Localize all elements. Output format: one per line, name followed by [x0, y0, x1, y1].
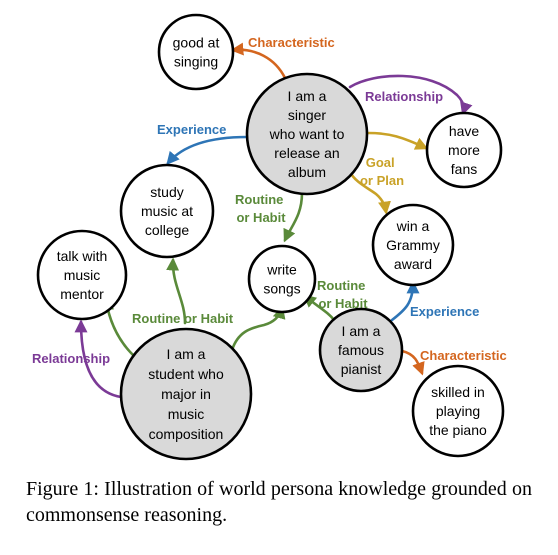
- label-routine-pianist: Routine or Habit: [317, 278, 369, 311]
- edge-singer-goal-fans: [366, 131, 429, 150]
- node-text-line: college: [145, 222, 190, 238]
- node-text-line: music at: [141, 203, 193, 219]
- node-pianist: I am a famous pianist: [318, 307, 404, 393]
- node-text-line: music: [64, 267, 101, 283]
- node-text-line: study: [150, 184, 183, 200]
- node-text-line: good at: [173, 35, 220, 51]
- label-routine-student: Routine or Habit: [132, 311, 234, 326]
- label-routine-singer: Routine or Habit: [235, 192, 287, 225]
- node-text-line: who want to: [269, 126, 345, 142]
- node-text-line: write: [266, 262, 297, 278]
- node-text-line: more: [448, 142, 480, 158]
- node-text-line: release an: [274, 145, 339, 161]
- node-mentor: talk with music mentor: [36, 229, 128, 321]
- edge-student-relationship: [74, 319, 123, 399]
- node-text-line: famous: [338, 342, 384, 358]
- node-text-line: fans: [451, 161, 477, 177]
- node-more-fans: have more fans: [425, 111, 503, 189]
- node-text-line: composition: [149, 426, 224, 442]
- label-relationship-top: Relationship: [365, 89, 443, 104]
- label-goal-plan: Goal or Plan: [360, 155, 404, 188]
- node-text-line: singing: [174, 54, 218, 70]
- edge-pianist-experience: [390, 280, 420, 322]
- edge-pianist-characteristic: [400, 349, 425, 376]
- node-text-line: the piano: [429, 422, 487, 438]
- node-text-line: major in: [161, 386, 211, 402]
- figure-caption: Figure 1: Illustration of world persona …: [26, 478, 532, 526]
- label-relationship-left: Relationship: [32, 351, 110, 366]
- edge-singer-experience: [166, 135, 249, 165]
- node-text-line: playing: [436, 403, 480, 419]
- node-text-line: talk with: [57, 248, 108, 264]
- label-experience-pianist: Experience: [410, 304, 479, 319]
- edge-singer-relationship: [348, 74, 473, 116]
- node-text-line: singer: [288, 107, 326, 123]
- node-text-line: skilled in: [431, 384, 485, 400]
- edge-student-write-routine: [230, 305, 286, 352]
- node-text-line: have: [449, 123, 480, 139]
- edge-student-study-routine: [166, 257, 187, 325]
- edge-singer-routine: [283, 191, 304, 243]
- persona-knowledge-diagram: Characteristic Relationship Experience G…: [32, 13, 507, 461]
- node-grammy: win a Grammy award: [371, 203, 455, 287]
- node-text-line: Grammy: [386, 237, 440, 253]
- node-text-line: mentor: [60, 286, 104, 302]
- label-experience-top: Experience: [157, 122, 226, 137]
- node-text-line: album: [288, 164, 326, 180]
- node-text-line: music: [168, 406, 205, 422]
- node-text-line: pianist: [341, 361, 382, 377]
- node-student: I am a student who major in music compositio…: [119, 327, 253, 461]
- node-text-line: I am a: [288, 88, 327, 104]
- edge-singer-goal-grammy: [348, 170, 391, 215]
- label-characteristic-pianist: Characteristic: [420, 348, 507, 363]
- node-text-line: student who: [148, 366, 224, 382]
- label-characteristic-top: Characteristic: [248, 35, 335, 50]
- node-good-at-singing: good at singing: [157, 13, 235, 91]
- node-text-line: win a: [396, 218, 430, 234]
- node-write-songs: write songs: [247, 244, 317, 314]
- node-text-line: I am a: [167, 346, 206, 362]
- node-skilled-piano: skilled in playing the piano: [411, 364, 505, 458]
- node-text-line: I am a: [342, 323, 381, 339]
- edge-singer-characteristic: [230, 42, 287, 80]
- node-text-line: award: [394, 256, 432, 272]
- node-study-music: study music at college: [119, 163, 215, 259]
- node-singer: I am a singer who want to release an album: [245, 72, 369, 196]
- node-text-line: songs: [263, 281, 300, 297]
